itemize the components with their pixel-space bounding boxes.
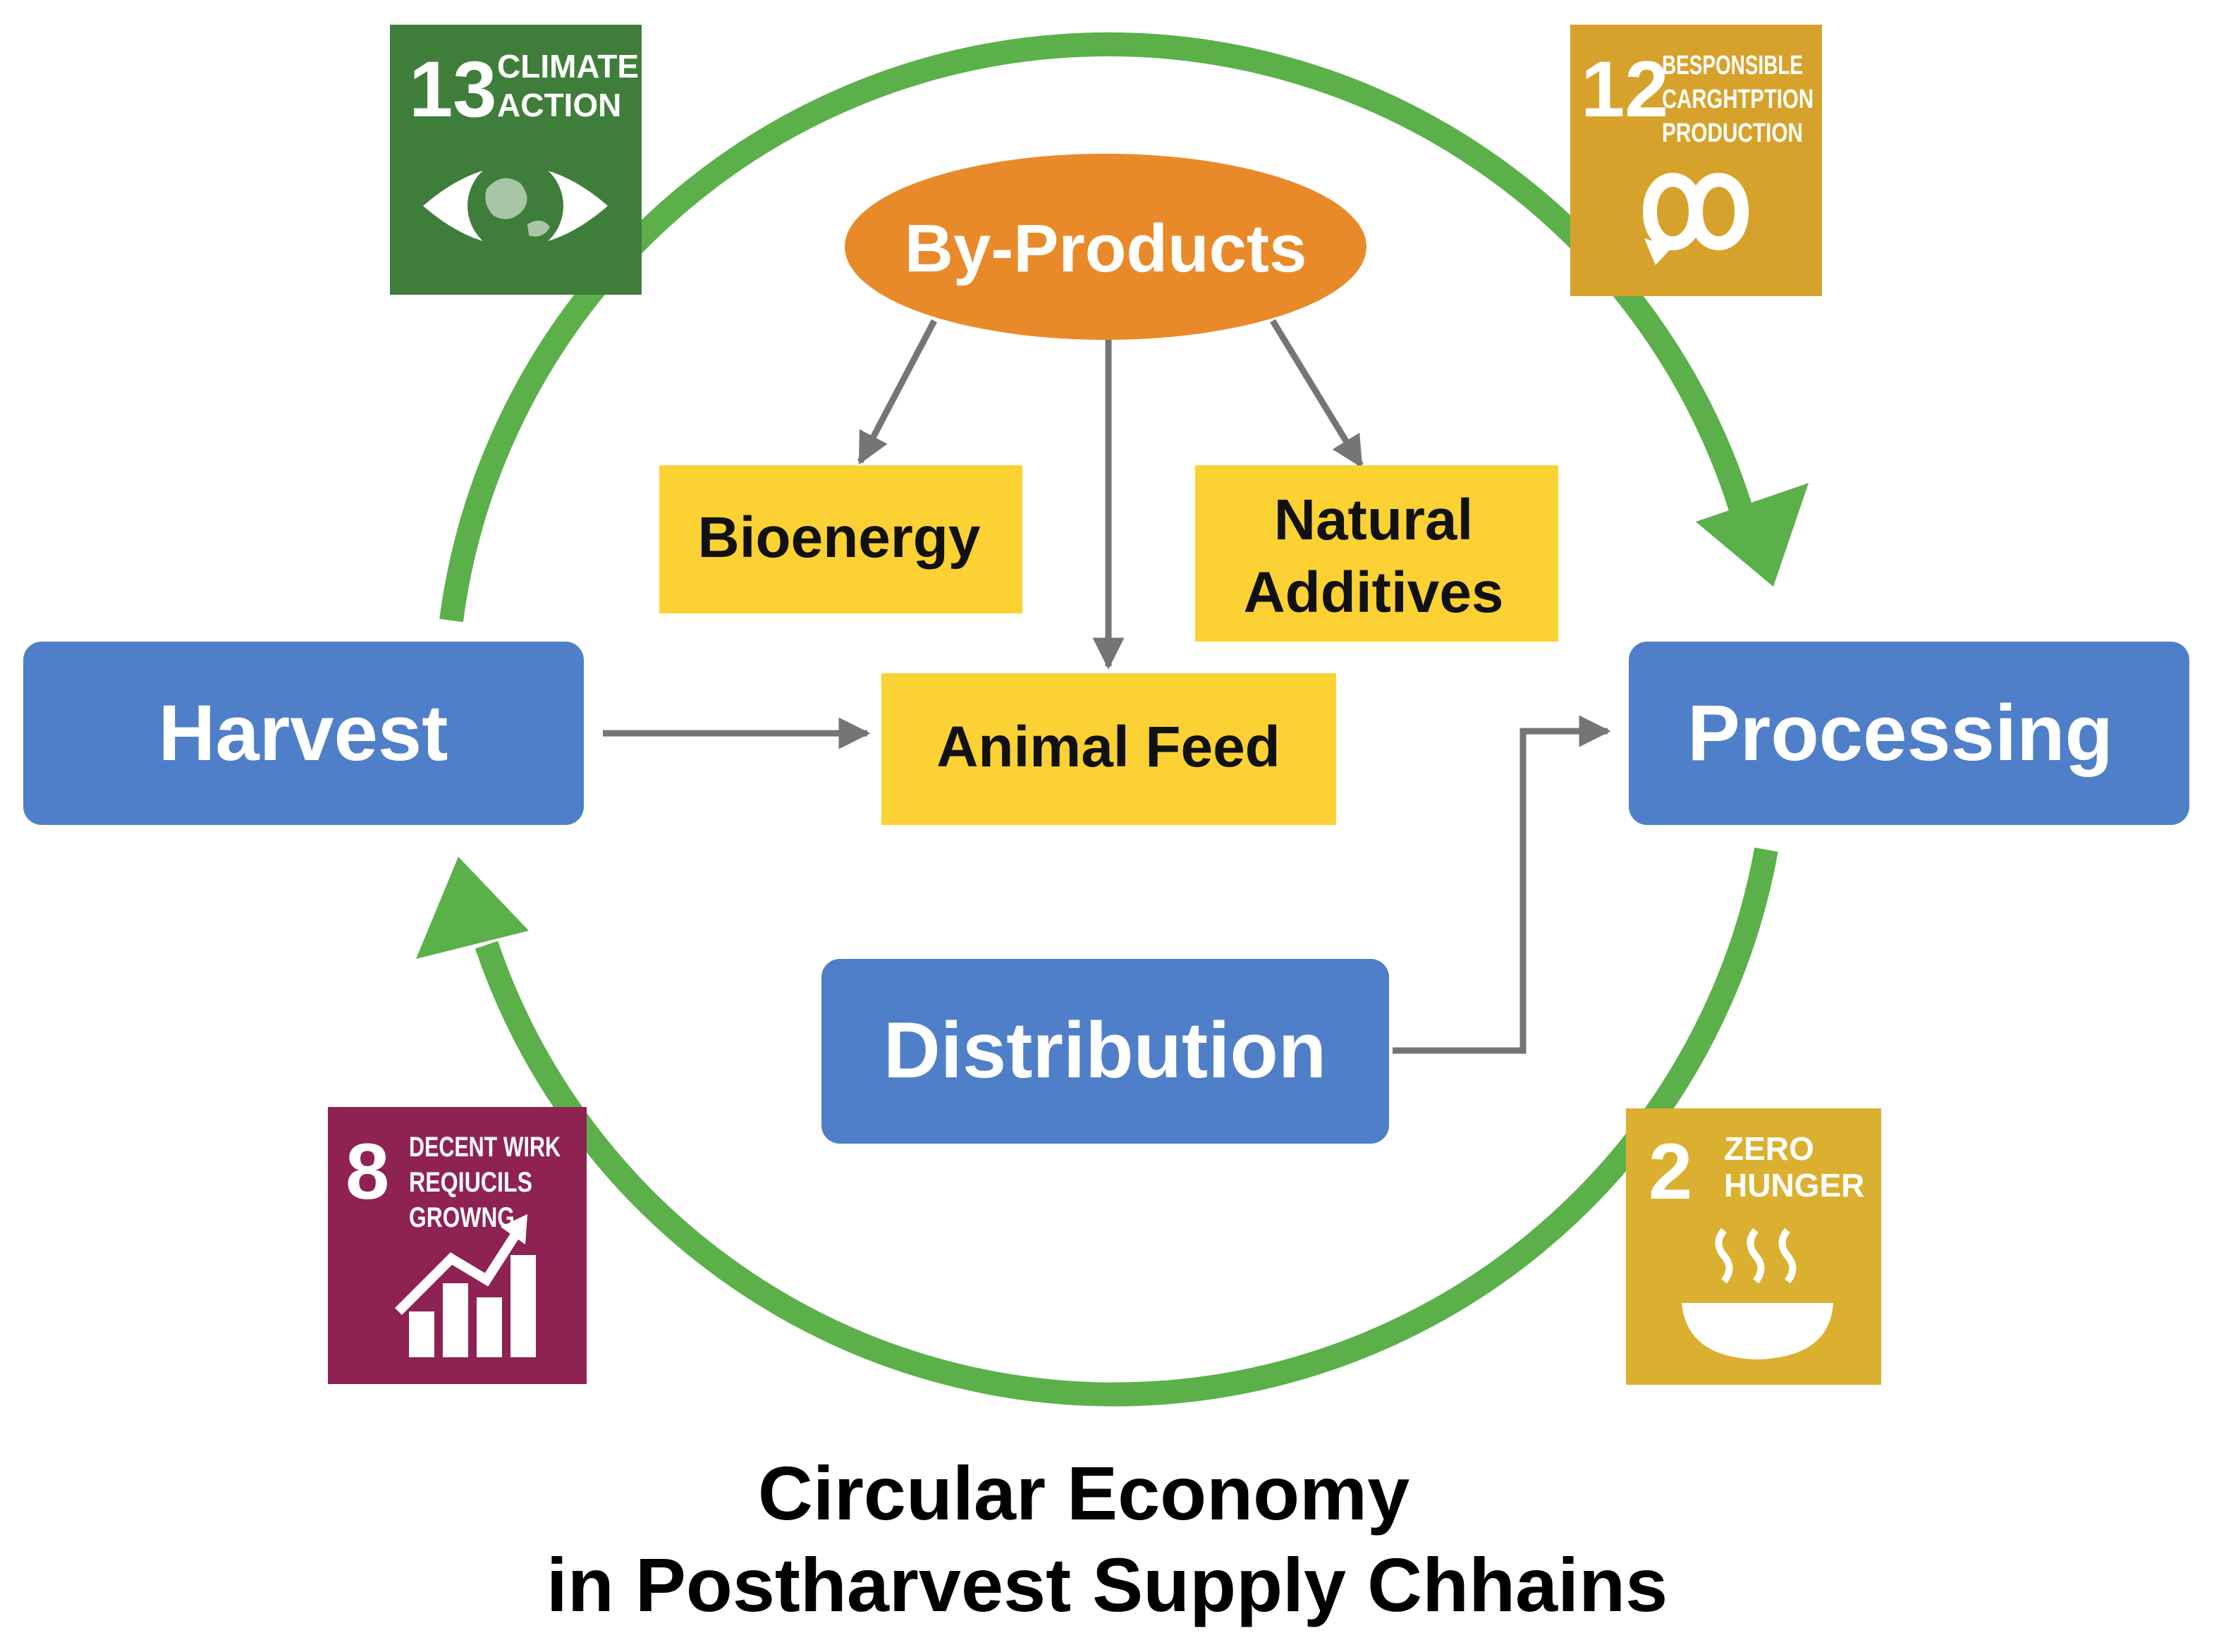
sdg2-label-line1: ZERO: [1724, 1130, 1814, 1167]
sdg2-label-line2: HUNGER: [1724, 1167, 1864, 1204]
output-animal-feed[interactable]: Animal Feed: [881, 673, 1336, 825]
sdg2-tile: 2 ZERO HUNGER: [1626, 1108, 1881, 1385]
stage-distribution[interactable]: Distribution: [821, 959, 1389, 1144]
title-line2: in Postharvest Supply Chhains: [546, 1542, 1668, 1627]
cycle-arrowhead-harvest: [416, 857, 529, 959]
sdg13-tile: 13 CLIMATE ACTION: [390, 25, 642, 295]
output-natural-additives[interactable]: Natural Additives: [1195, 465, 1558, 642]
title-line1: Circular Economy: [758, 1450, 1409, 1536]
growth-chart-icon: [395, 1214, 536, 1357]
sdg12-label-line3: PRODUCTION: [1662, 118, 1803, 148]
sdg8-label-line3: GROWNG: [409, 1202, 515, 1233]
sdg12-label-line2: CARGHTPTION: [1662, 85, 1814, 114]
output-bioenergy-label: Bioenergy: [698, 506, 981, 570]
byproducts-node[interactable]: By-Products: [845, 154, 1366, 340]
byproducts-label: By-Products: [905, 211, 1307, 286]
connector-byproducts-natural-additives: [1270, 319, 1364, 468]
diagram-title: Circular Economy in Postharvest Supply C…: [546, 1450, 1668, 1627]
steaming-bowl-icon: [1682, 1228, 1833, 1359]
sdg2-number: 2: [1649, 1127, 1692, 1216]
output-natural-additives-line1: Natural: [1274, 488, 1474, 552]
stage-harvest-label: Harvest: [159, 689, 448, 777]
cycle-arrowhead-processing: [1696, 483, 1809, 587]
sdg8-tile: 8 DECENT WIRK REQIUCILS GROWNG: [328, 1107, 587, 1384]
stage-harvest[interactable]: Harvest: [23, 642, 584, 825]
output-natural-additives-line2: Additives: [1243, 561, 1503, 625]
stage-processing[interactable]: Processing: [1629, 642, 2189, 825]
connector-distribution-processing: [1393, 715, 1611, 1054]
connector-byproducts-bioenergy: [857, 319, 937, 465]
cycle-arc-bottom: [475, 847, 1778, 1407]
sdg12-number: 12: [1581, 45, 1669, 133]
output-bioenergy[interactable]: Bioenergy: [659, 465, 1022, 613]
sdg13-label-line2: ACTION: [497, 87, 621, 123]
infinity-icon: [1642, 173, 1749, 265]
sdg13-label-line1: CLIMATE: [497, 48, 639, 85]
sdg8-label-line2: REQIUCILS: [409, 1167, 532, 1198]
sdg13-number: 13: [409, 45, 497, 133]
sdg8-number: 8: [345, 1127, 389, 1216]
stage-processing-label: Processing: [1687, 689, 2113, 777]
sdg12-label-line1: BESPONSIBLE: [1662, 51, 1803, 80]
stage-distribution-label: Distribution: [883, 1006, 1326, 1094]
connectors: [603, 319, 1611, 1054]
sdg12-tile: 12 BESPONSIBLE CARGHTPTION PRODUCTION: [1570, 25, 1822, 296]
sdg8-label-line1: DECENT WIRK: [409, 1132, 561, 1163]
output-animal-feed-label: Animal Feed: [936, 715, 1280, 779]
eye-globe-icon: [423, 158, 608, 254]
